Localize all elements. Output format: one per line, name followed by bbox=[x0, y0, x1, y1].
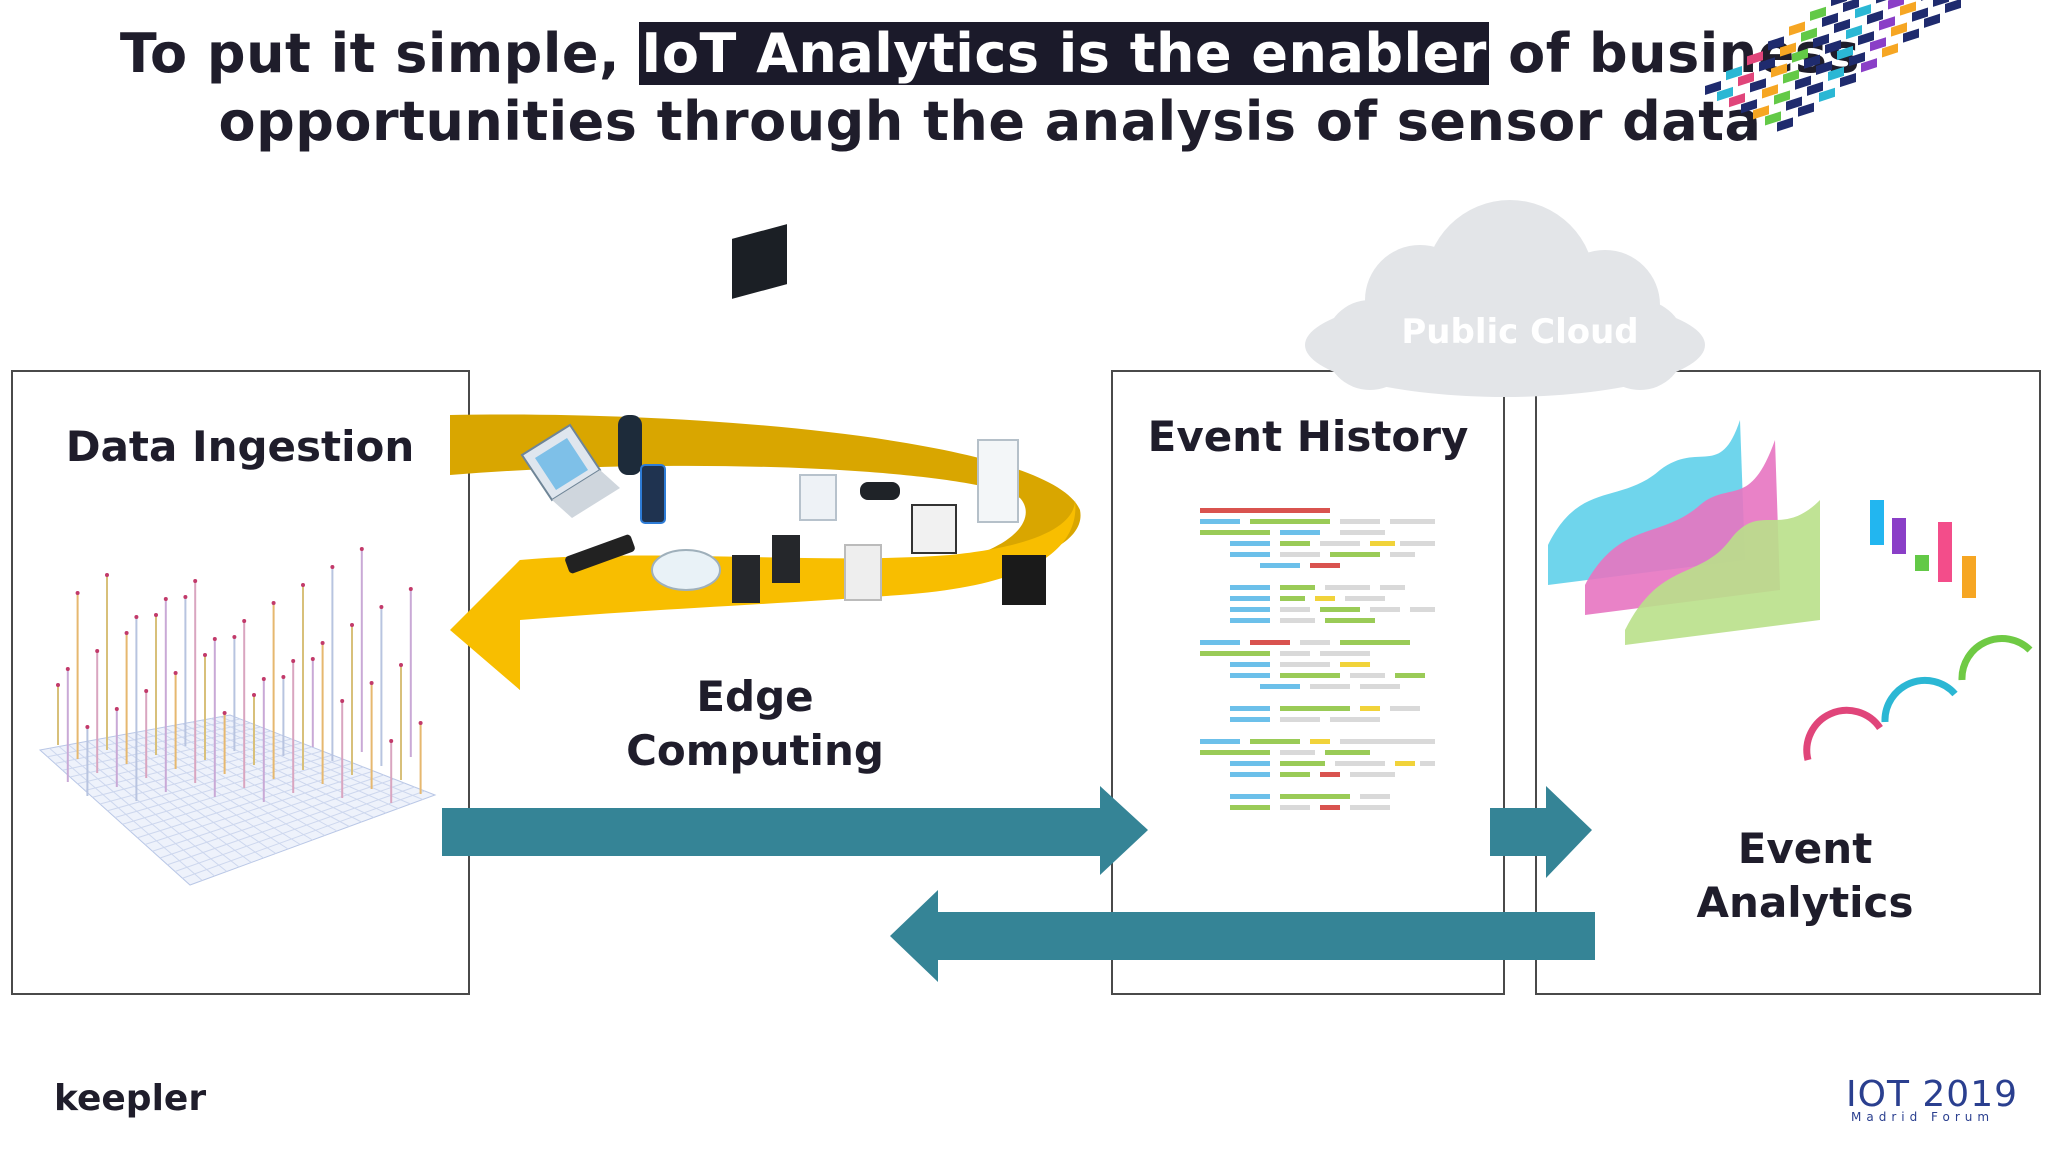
public-cloud-label: Public Cloud bbox=[1401, 312, 1639, 352]
coffee-machine-icon bbox=[1002, 555, 1046, 605]
edge-computing-label: Edge Computing bbox=[580, 670, 930, 778]
title-line-1: To put it simple, IoT Analytics is the e… bbox=[0, 20, 1980, 88]
event-analytics-label: Event Analytics bbox=[1615, 822, 1995, 930]
event-history-code bbox=[1200, 508, 1435, 810]
arrow-back-to-edge bbox=[890, 890, 1595, 982]
madrid-forum-label: Madrid Forum bbox=[1851, 1110, 1995, 1124]
analytics-illustration bbox=[1548, 0, 2033, 761]
washing-machine-icon bbox=[799, 474, 837, 521]
smartphone-icon bbox=[640, 464, 666, 524]
title-highlight: IoT Analytics is the enabler bbox=[639, 22, 1489, 85]
public-cloud-shape bbox=[1305, 200, 1705, 397]
arrow-to-event-history bbox=[442, 786, 1148, 875]
tv-icon bbox=[732, 224, 787, 299]
oven-icon bbox=[911, 504, 957, 554]
data-ingestion-panel bbox=[11, 370, 470, 995]
speaker-left-icon bbox=[732, 555, 760, 603]
security-camera-icon bbox=[860, 482, 900, 500]
event-analytics-line-1: Event bbox=[1737, 824, 1873, 873]
keepler-logo: keepler bbox=[54, 1078, 207, 1119]
event-history-label: Event History bbox=[1147, 412, 1469, 461]
event-analytics-line-2: Analytics bbox=[1696, 878, 1914, 927]
slide-title: To put it simple, IoT Analytics is the e… bbox=[0, 20, 1980, 156]
title-line-2: opportunities through the analysis of se… bbox=[218, 90, 1762, 153]
flow-arrows bbox=[442, 786, 1595, 982]
laptop-icon bbox=[520, 423, 620, 518]
radiator-icon bbox=[844, 544, 882, 601]
title-text-before: To put it simple, bbox=[119, 22, 640, 85]
iot-2019-logo: IOT 2019 bbox=[1846, 1074, 2019, 1115]
refrigerator-icon bbox=[977, 439, 1019, 523]
smart-speaker-icon bbox=[618, 415, 642, 475]
edge-label-line-1: Edge bbox=[696, 672, 814, 721]
data-ingestion-label: Data Ingestion bbox=[65, 422, 415, 471]
data-ingestion-grid bbox=[38, 547, 437, 886]
event-analytics-panel bbox=[1535, 370, 2041, 995]
remote-control-icon bbox=[565, 534, 635, 574]
car-icon bbox=[651, 549, 721, 591]
speaker-right-icon bbox=[772, 535, 800, 583]
event-history-panel bbox=[1111, 370, 1505, 995]
iot-devices bbox=[520, 224, 1046, 605]
edge-computing-ring bbox=[450, 414, 1081, 690]
edge-label-line-2: Computing bbox=[626, 726, 884, 775]
arrow-to-event-analytics bbox=[1490, 786, 1592, 878]
